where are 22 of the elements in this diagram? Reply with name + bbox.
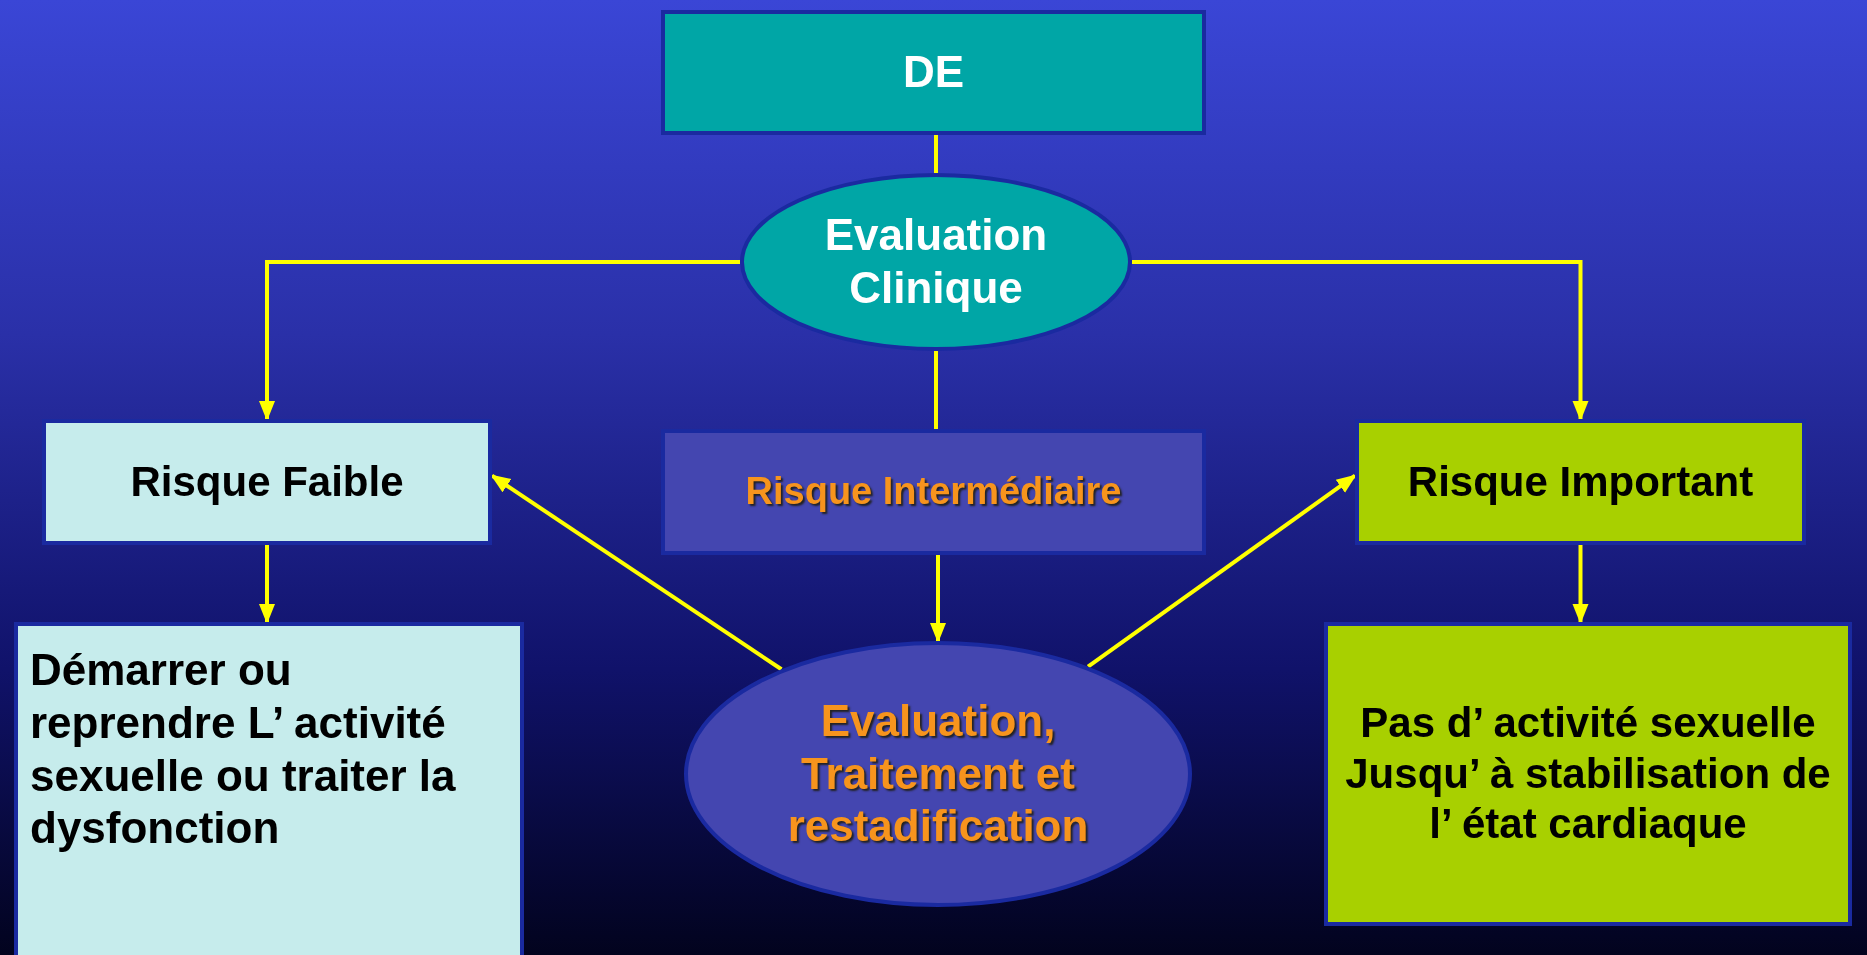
node-label: Evaluation Clinique <box>823 209 1049 314</box>
node-label: Risque Intermédiaire <box>745 469 1122 515</box>
process-box <box>14 622 524 955</box>
node-label: Risque Important <box>1407 456 1754 507</box>
node-label: Evaluation, Traitement et restadification <box>786 694 1090 853</box>
process-box <box>1324 622 1852 926</box>
process-box <box>42 419 492 545</box>
node-label: Risque Faible <box>130 456 404 507</box>
connector-line <box>934 351 938 429</box>
node-label: Pas d’ activité sexuelle Jusqu’ à stabilisation de l’ état cardiaque <box>1344 698 1832 850</box>
arrow <box>259 260 740 421</box>
arrow <box>259 545 275 624</box>
node-label: Démarrer ou reprendre L’ activité sexuelle ou traiter la dysfonction <box>30 644 457 855</box>
arrow <box>1572 545 1589 624</box>
arrow <box>1132 260 1589 421</box>
arrow <box>930 555 946 643</box>
node-label: DE <box>902 46 965 99</box>
arrow <box>1086 474 1357 669</box>
process-box <box>661 429 1206 555</box>
connector-line <box>934 135 938 173</box>
process-box <box>1355 419 1806 545</box>
process-box <box>661 10 1206 135</box>
